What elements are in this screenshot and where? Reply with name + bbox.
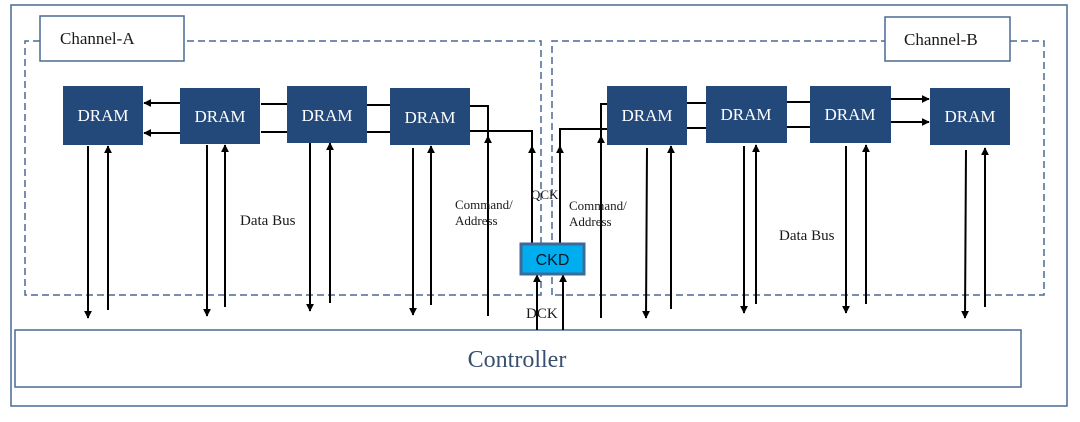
channel-a-region [24,40,542,296]
dram-a1-label: DRAM [77,106,128,125]
controller-label: Controller [468,347,567,373]
dram-b2: DRAM [706,86,787,143]
data-bus-b-label: Data Bus [779,228,835,244]
ckd-label: CKD [536,252,570,269]
dram-a3: DRAM [287,86,367,143]
dram-a2: DRAM [180,88,260,144]
controller-box: Controller [14,329,1022,388]
dck-label: DCK [526,306,558,322]
cmd-addr-b-label-1: Command/ [569,198,627,213]
dram-b3: DRAM [810,86,891,143]
qck-label: QCK [531,187,559,202]
data-line-b1-down [642,147,651,319]
channel-b-region [551,40,1045,296]
channel-b-label: Channel-B [904,30,978,49]
ckd-box: CKD [519,242,586,276]
dram-a3-label: DRAM [301,106,352,125]
cmd-addr-a-label-2: Address [455,213,498,228]
dram-a2-label: DRAM [194,107,245,126]
data-bus-lines [84,142,989,319]
dram-a4-label: DRAM [404,108,455,127]
cmd-addr-b-label-2: Address [569,214,612,229]
dram-b1: DRAM [607,86,687,145]
dram-b2-label: DRAM [720,105,771,124]
dram-a4: DRAM [390,88,470,145]
channel-a-label-box: Channel-A [39,15,185,62]
dram-a1: DRAM [63,86,143,145]
dram-b4: DRAM [930,88,1010,145]
cmd-addr-a-label-1: Command/ [455,197,513,212]
dram-b4-label: DRAM [944,107,995,126]
dram-b1-label: DRAM [621,106,672,125]
dram-b3-label: DRAM [824,105,875,124]
channel-b-label-box: Channel-B [884,16,1011,62]
data-bus-a-label: Data Bus [240,213,296,229]
channel-a-label: Channel-A [60,29,135,48]
data-line-b4-down [961,149,970,319]
